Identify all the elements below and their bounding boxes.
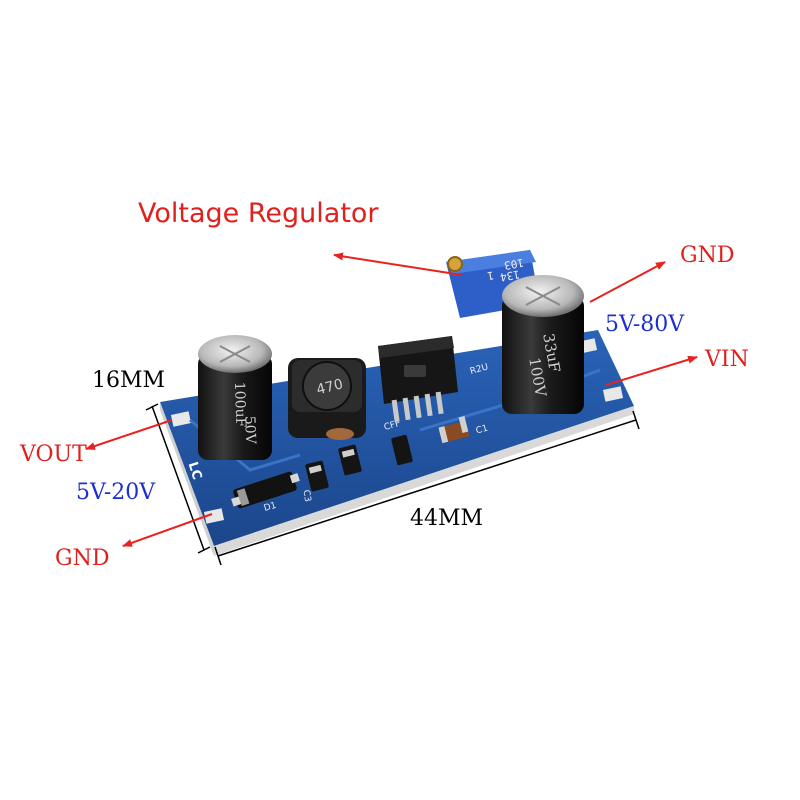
silk-r2u: R2U [469,362,490,377]
pad-vin [602,386,624,402]
capacitor-left-voltage: 50V [241,416,258,445]
label-gnd-in: GND [680,243,734,268]
inductor: 470 [288,358,366,440]
capacitor-right: 33uF 100V [502,275,584,414]
arrow-gnd-in [589,261,666,303]
capacitor-cff [391,434,413,466]
arrow-gnd-out [122,513,213,547]
label-input-range: 5V-80V [605,312,685,337]
length-dimension-line [217,419,637,557]
callout-arrows [85,252,698,547]
label-vout: VOUT [19,442,87,467]
ic-pins [391,391,444,423]
silk-c3: C3 [300,489,312,503]
label-gnd-out: GND [55,546,109,571]
dimension-lines [145,403,640,566]
arrow-vout [85,419,173,450]
capacitor-left: 100uF 50V [198,335,272,460]
arrow-vin [605,355,698,386]
regulator-ic [378,336,458,423]
label-output-range: 5V-20V [76,480,156,505]
silk-d1: D1 [263,501,278,514]
pcb-edge [214,406,634,556]
pot-marking-1: 134 [499,267,521,283]
capacitor-left-body [198,354,272,460]
silk-lc: LC [185,460,205,482]
pad-vout [170,411,192,427]
pot-adjust-screw [447,256,463,272]
pad-gnd-out [203,508,225,524]
height-dimension-line [151,405,205,551]
smd-components [231,415,470,509]
arrow-voltage-regulator [333,252,463,276]
label-length: 44MM [410,506,483,531]
capacitor-right-body [502,296,584,414]
title-voltage-regulator: Voltage Regulator [138,198,379,229]
label-height: 16MM [92,368,165,393]
silk-c1: C1 [475,424,489,437]
pot-marking-3: 1 [486,268,495,282]
diode-d1 [233,471,297,509]
silk-cff: CFF [383,419,402,433]
label-vin: VIN [704,347,749,372]
capacitor-left-value: 100uF [231,382,249,428]
pot-marking-2: 103 [503,256,525,272]
inductor-marking: 470 [315,376,345,398]
